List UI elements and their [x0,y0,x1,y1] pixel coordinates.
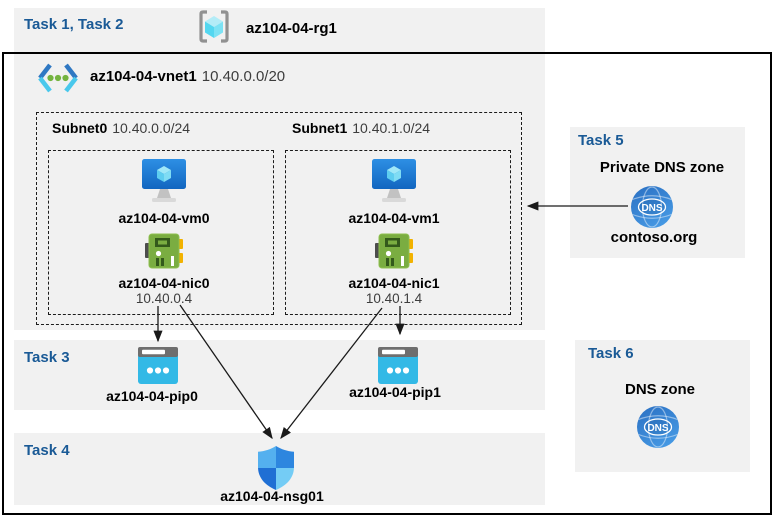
subnet1-dashed-box [285,150,511,315]
subnet1-name: Subnet1 [292,120,348,136]
vm1-icon [370,159,418,205]
vnet-name: az104-04-vnet1 [90,68,197,85]
resource-group-name: az104-04-rg1 [246,20,337,37]
private-dns-zone-icon: DNS [630,185,674,229]
nic1-ip: 10.40.1.4 [365,291,423,306]
task-3-label: Task 3 [24,349,70,366]
nsg-label: az104-04-nsg01 [220,488,324,504]
vm0-icon [140,159,188,205]
private-dns-zone-title: Private DNS zone [599,159,725,176]
task-5-label: Task 5 [578,132,624,149]
private-dns-zone-name: contoso.org [610,229,698,246]
subnets-outer-dashed-box [36,112,522,325]
subnet0-dashed-box [48,150,274,315]
vnet-outer-border [2,52,772,515]
task-1-2-region [14,8,545,330]
dns-icon-text: DNS [647,423,668,434]
nic1-label: az104-04-nic1 [348,275,440,291]
vm0-label: az104-04-vm0 [118,210,210,226]
dns-icon-text: DNS [641,203,662,214]
nic0-label: az104-04-nic0 [118,275,210,291]
dns-zone-title: DNS zone [624,381,695,398]
pip0-icon [138,347,178,384]
resource-group-icon [196,9,232,44]
pip0-label: az104-04-pip0 [106,388,198,404]
subnet1-cidr: 10.40.1.0/24 [352,120,431,136]
task-6-label: Task 6 [588,345,634,362]
vm1-label: az104-04-vm1 [348,210,440,226]
task-6-box [575,340,750,472]
subnet0-cidr: 10.40.0.0/24 [112,120,191,136]
nic1-icon [375,232,413,270]
virtual-network-icon [35,61,81,95]
dns-zone-icon: DNS [636,405,680,449]
task-3-band [14,340,545,410]
nic0-ip: 10.40.0.4 [135,291,193,306]
subnet0-name: Subnet0 [52,120,108,136]
nsg-shield-icon [258,446,294,490]
task-4-label: Task 4 [24,442,70,459]
nic0-icon [145,232,183,270]
pip1-icon [378,347,418,384]
vnet-cidr: 10.40.0.0/20 [201,68,286,85]
pip1-label: az104-04-pip1 [349,384,441,400]
task-1-2-label: Task 1, Task 2 [24,16,124,33]
